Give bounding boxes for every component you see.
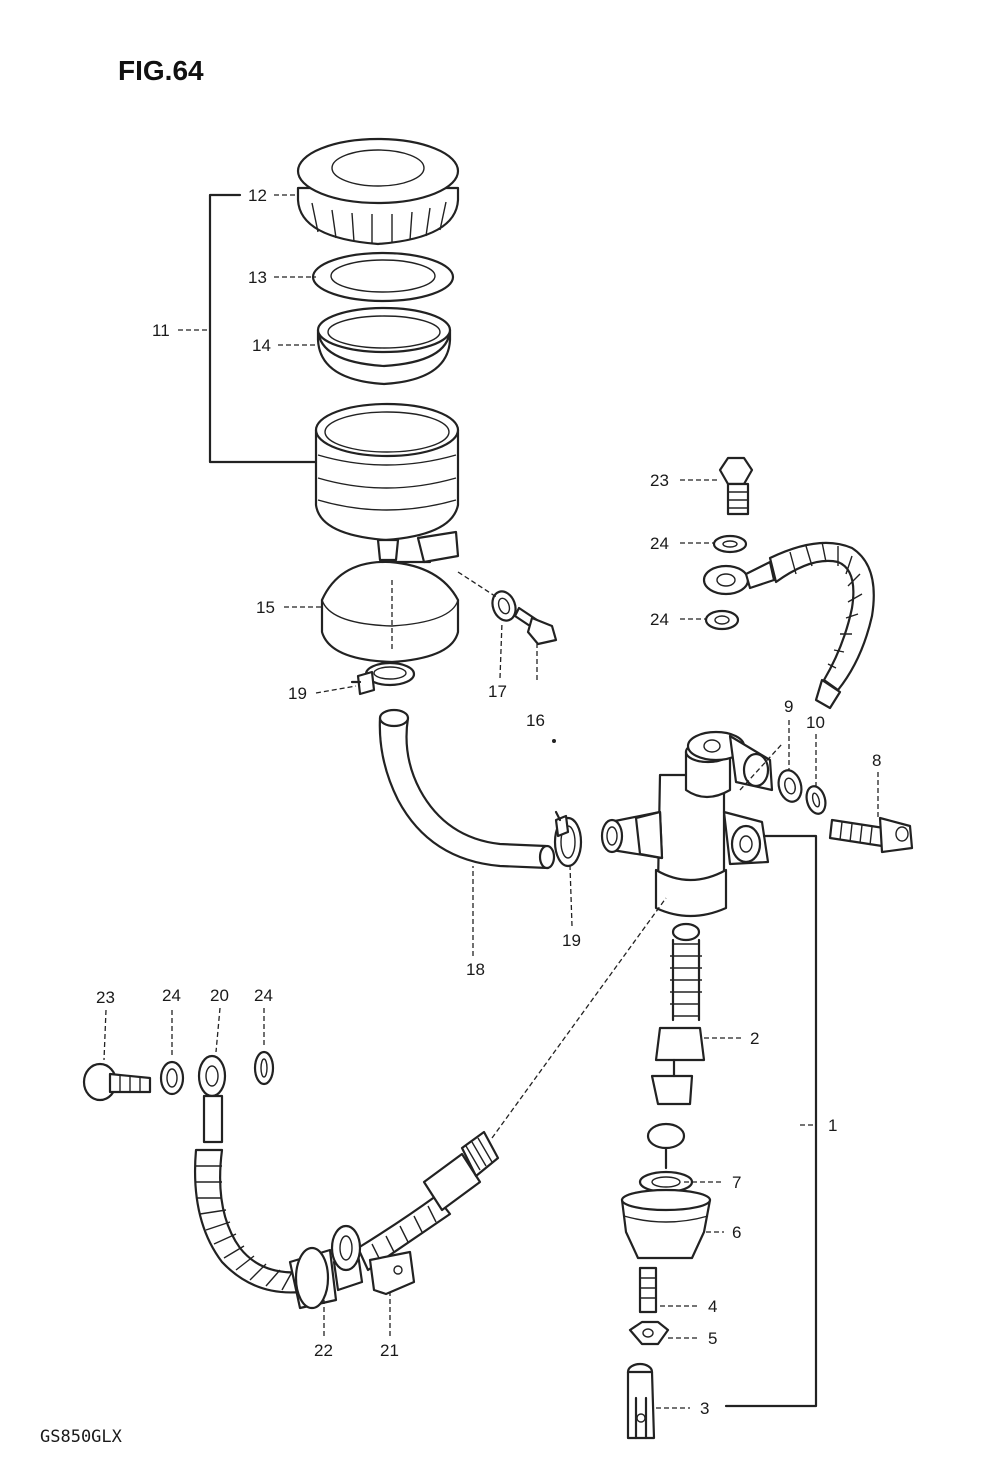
hose-guide-bracket	[368, 1250, 416, 1296]
reservoir-hose	[378, 708, 556, 870]
callout-5: 5	[708, 1329, 717, 1348]
washer-9	[777, 769, 803, 803]
callout-24-upper-b: 24	[650, 610, 669, 629]
callout-13: 13	[248, 268, 267, 287]
union-bolt	[828, 816, 914, 854]
diaphragm	[316, 306, 452, 386]
hose-grommet	[330, 1224, 362, 1272]
callout-10: 10	[806, 713, 825, 732]
bracket-screw	[513, 606, 558, 646]
callout-9: 9	[784, 697, 793, 716]
callout-23-lower: 23	[96, 988, 115, 1007]
master-cylinder	[600, 730, 774, 918]
callout-11: 11	[152, 321, 170, 340]
upper-banjo-bolt	[718, 456, 754, 516]
callout-7: 7	[732, 1173, 741, 1192]
callout-24-lower-a: 24	[162, 986, 181, 1005]
push-rod-cup	[646, 1122, 686, 1170]
callout-6: 6	[732, 1223, 741, 1242]
callout-23-upper: 23	[650, 471, 669, 490]
piston-spring	[650, 922, 706, 1106]
diaphragm-plate	[311, 251, 455, 303]
callout-22: 22	[314, 1341, 333, 1360]
callout-24-upper-a: 24	[650, 534, 669, 553]
scan-speck	[552, 739, 556, 743]
upper-brake-hose	[702, 541, 875, 710]
reservoir-cap	[296, 137, 460, 246]
lower-brake-hose	[193, 1054, 500, 1310]
upper-washer-b	[704, 609, 740, 631]
hose-clamp-upper	[350, 661, 416, 696]
callout-1: 1	[828, 1116, 837, 1135]
lower-banjo-bolt	[82, 1062, 152, 1102]
callout-3: 3	[700, 1399, 709, 1418]
callout-20: 20	[210, 986, 229, 1005]
callout-16: 16	[526, 711, 545, 730]
push-rod	[638, 1266, 658, 1314]
callout-17: 17	[488, 682, 507, 701]
bracket-washer	[491, 590, 517, 622]
callout-21: 21	[380, 1341, 399, 1360]
lock-nut	[628, 1320, 670, 1346]
reservoir-body	[314, 402, 460, 562]
callout-8: 8	[872, 751, 881, 770]
callout-19-lower: 19	[562, 931, 581, 950]
callout-2: 2	[750, 1029, 759, 1048]
callout-24-lower-b: 24	[254, 986, 273, 1005]
model-code: GS850GLX	[40, 1427, 123, 1447]
callout-14: 14	[252, 336, 271, 355]
lower-washer-a	[159, 1060, 185, 1096]
callout-19-upper: 19	[288, 684, 307, 703]
callout-15: 15	[256, 598, 275, 617]
callout-18: 18	[466, 960, 485, 979]
washer-10	[805, 785, 827, 815]
callout-4: 4	[708, 1297, 717, 1316]
upper-washer-a	[712, 534, 748, 554]
lower-washer-b	[253, 1050, 275, 1086]
clevis	[626, 1362, 656, 1440]
callout-12: 12	[248, 186, 267, 205]
dust-boot	[620, 1188, 712, 1260]
figure-title: FIG.64	[118, 55, 204, 86]
hose-clamp-lower	[553, 810, 583, 868]
leader-lines	[103, 193, 879, 1409]
